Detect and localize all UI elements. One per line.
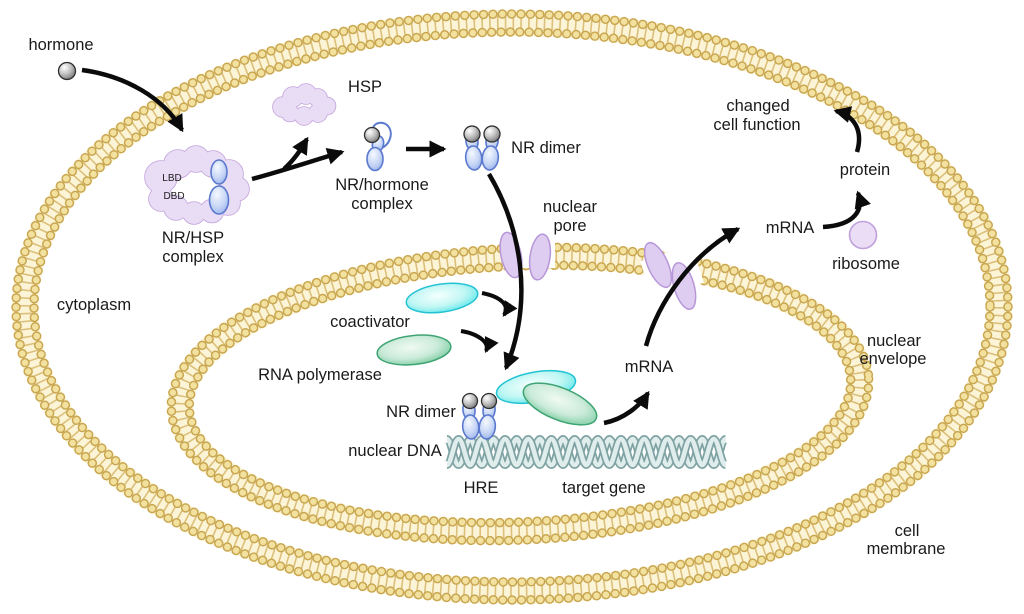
label-mrna-nucleus: mRNA — [625, 358, 674, 376]
arrow-translation — [822, 190, 871, 230]
label-cell-membrane-line2: membrane — [867, 540, 946, 558]
label-nr-hormone-line1: NR/hormone — [335, 176, 429, 194]
hormone-on-receptor — [363, 126, 381, 144]
label-mrna-cytoplasm: mRNA — [766, 219, 815, 237]
cell-membrane-bilayer — [11, 9, 1013, 605]
label-nr-hsp-line2: complex — [162, 248, 224, 266]
label-hormone: hormone — [28, 36, 93, 54]
nr-dimer-bottom-shape — [459, 392, 499, 441]
pathway-arrows — [81, 67, 871, 426]
arrow-coactivator-join — [481, 291, 518, 317]
nr-dbd-lobe — [208, 185, 230, 215]
hormone-molecule — [57, 61, 77, 81]
label-nuclear-pore-line1: nuclear — [543, 198, 598, 216]
hsp-cloud — [272, 83, 337, 126]
nr-dimer-top-shape — [462, 125, 502, 172]
label-nuclear-envelope-line2: envelope — [860, 350, 927, 368]
arrow-hsp-release — [282, 136, 309, 171]
arrow-protein-function — [833, 106, 862, 153]
label-coactivator: coactivator — [330, 313, 410, 331]
label-nuclear-dna: nuclear DNA — [348, 442, 442, 460]
label-changed-line1: changed — [726, 97, 789, 115]
rna-polymerase-shape — [376, 334, 452, 366]
nr-hormone-complex-shape — [363, 121, 392, 172]
label-target-gene: target gene — [562, 479, 645, 497]
label-nr-dimer-bottom: NR dimer — [386, 403, 456, 421]
arrow-dimer-into-nucleus — [487, 172, 524, 371]
label-lbd: LBD — [162, 173, 181, 184]
dna-helix — [444, 434, 728, 470]
label-protein: protein — [840, 161, 890, 179]
coactivator-shape — [405, 282, 479, 314]
arrow-mrna-export — [643, 227, 741, 347]
rna-polymerase-on-dna — [522, 382, 598, 426]
ribosome-shape — [848, 220, 878, 250]
label-hre: HRE — [464, 479, 499, 497]
label-nr-hormone-line2: complex — [351, 195, 413, 213]
label-cell-membrane-line1: cell — [895, 522, 920, 540]
label-nuclear-pore-line2: pore — [553, 217, 586, 235]
label-nuclear-envelope-line1: nuclear — [867, 332, 922, 350]
label-hsp: HSP — [348, 78, 382, 96]
nr-hsp-complex-cloud — [144, 145, 250, 225]
label-nr-dimer-top: NR dimer — [511, 139, 581, 157]
label-ribosome: ribosome — [832, 255, 900, 273]
label-nr-hsp-line1: NR/HSP — [162, 229, 224, 247]
label-dbd: DBD — [163, 191, 184, 202]
arrow-complex-to-nr — [251, 147, 345, 182]
nr-lbd-lobe — [210, 159, 228, 185]
arrow-polymerase-join — [460, 329, 499, 354]
label-changed-line2: cell function — [713, 116, 800, 134]
label-rna-polymerase: RNA polymerase — [258, 366, 382, 384]
arrow-transcription-mrna — [603, 390, 650, 426]
label-cytoplasm: cytoplasm — [57, 296, 131, 314]
arrow-hormone-entry — [81, 67, 184, 133]
nuclear-pore-2 — [643, 241, 697, 310]
